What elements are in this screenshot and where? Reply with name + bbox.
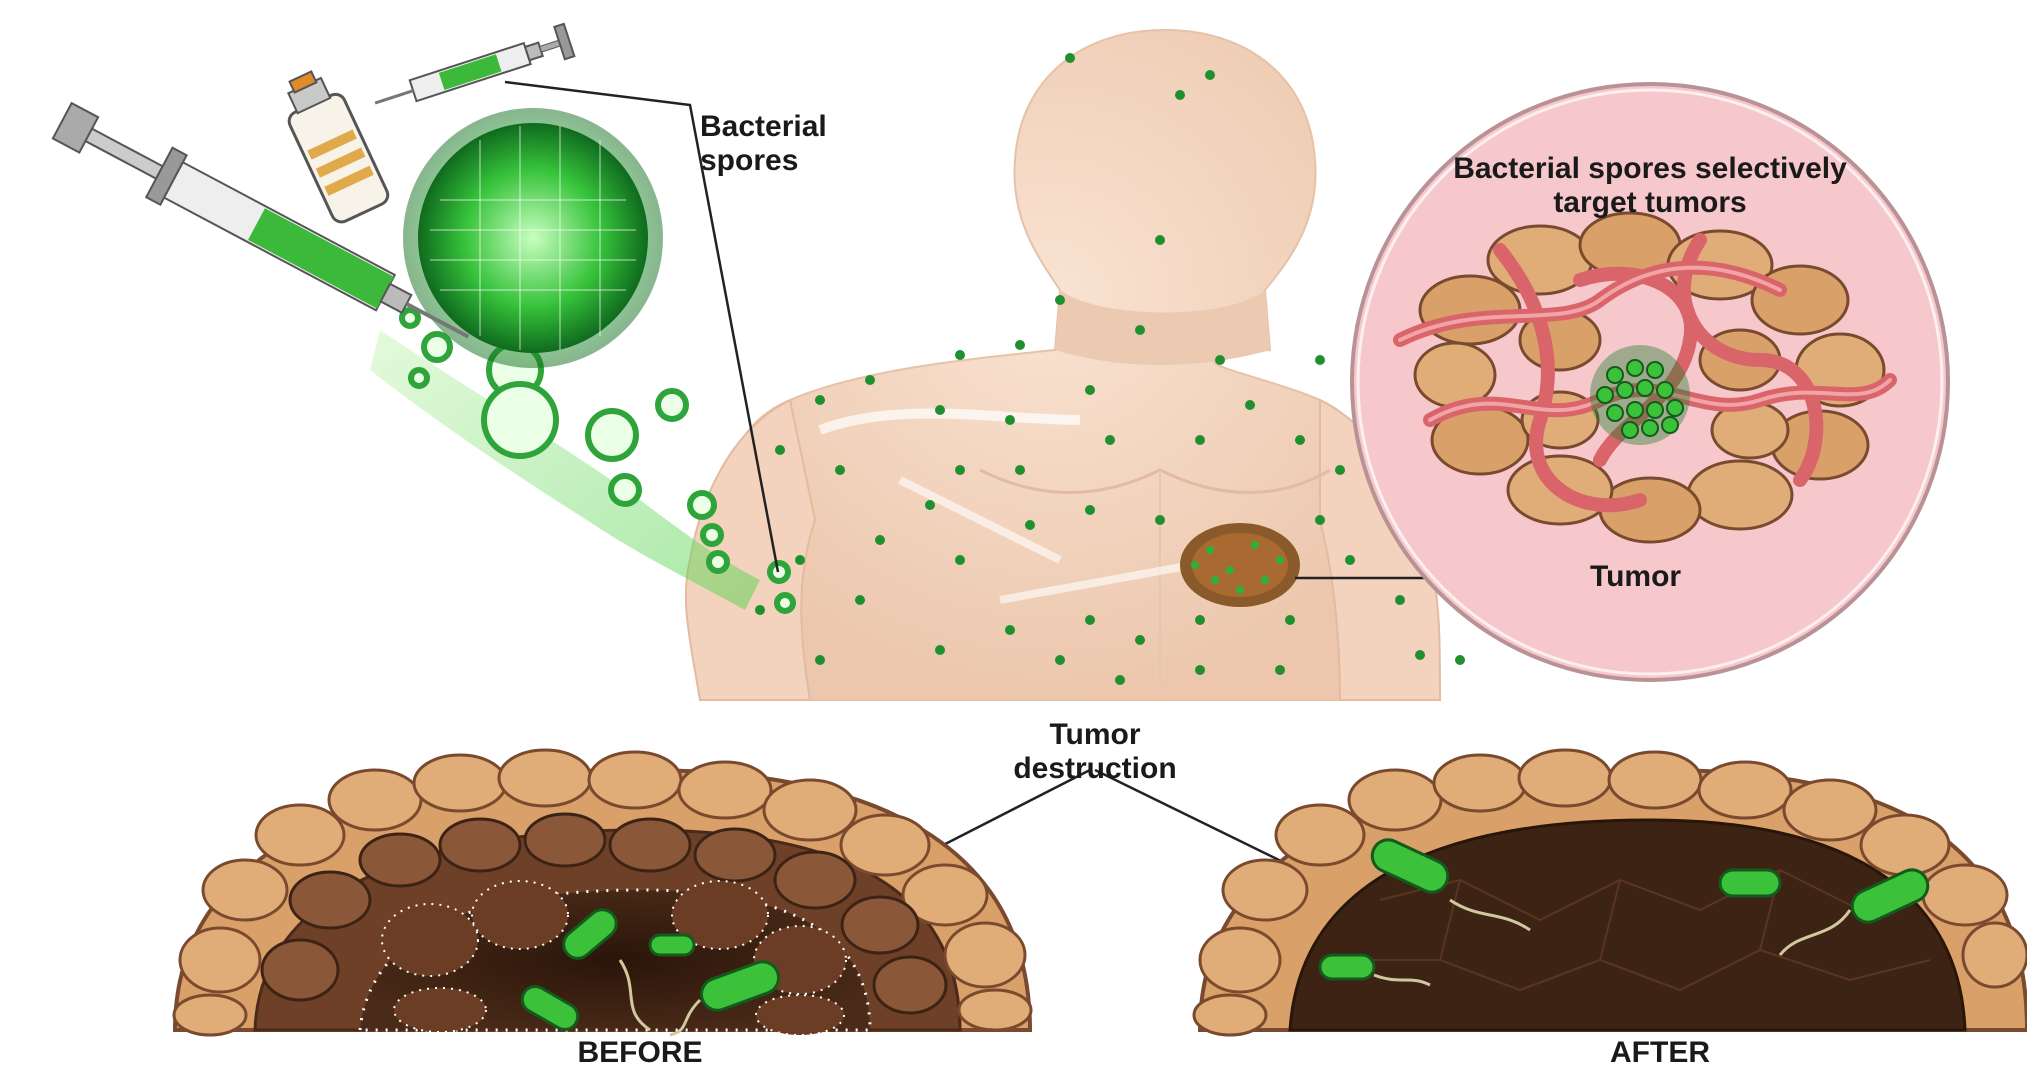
vial — [273, 64, 391, 225]
inset-spore-cluster — [1590, 345, 1690, 445]
label-selective-target: Bacterial spores selectively target tumo… — [1370, 152, 1930, 220]
label-tumor-destruction: Tumor destruction — [960, 718, 1230, 786]
label-bacterial-spores-line2: spores — [700, 144, 827, 178]
after-tumor — [1194, 750, 2027, 1035]
label-tumor-text: Tumor — [1590, 560, 1681, 594]
label-selective-target-line2: target tumors — [1370, 186, 1930, 220]
label-tumor-destruction-line2: destruction — [960, 752, 1230, 786]
before-tumor — [174, 750, 1031, 1035]
spore-sphere — [403, 108, 663, 368]
label-bacterial-spores: Bacterial spores — [700, 110, 827, 178]
syringe-small — [370, 24, 575, 119]
label-selective-target-line1: Bacterial spores selectively — [1370, 152, 1930, 186]
label-bacterial-spores-line1: Bacterial — [700, 110, 827, 144]
label-tumor-destruction-line1: Tumor — [960, 718, 1230, 752]
label-tumor: Tumor — [1590, 560, 1681, 594]
